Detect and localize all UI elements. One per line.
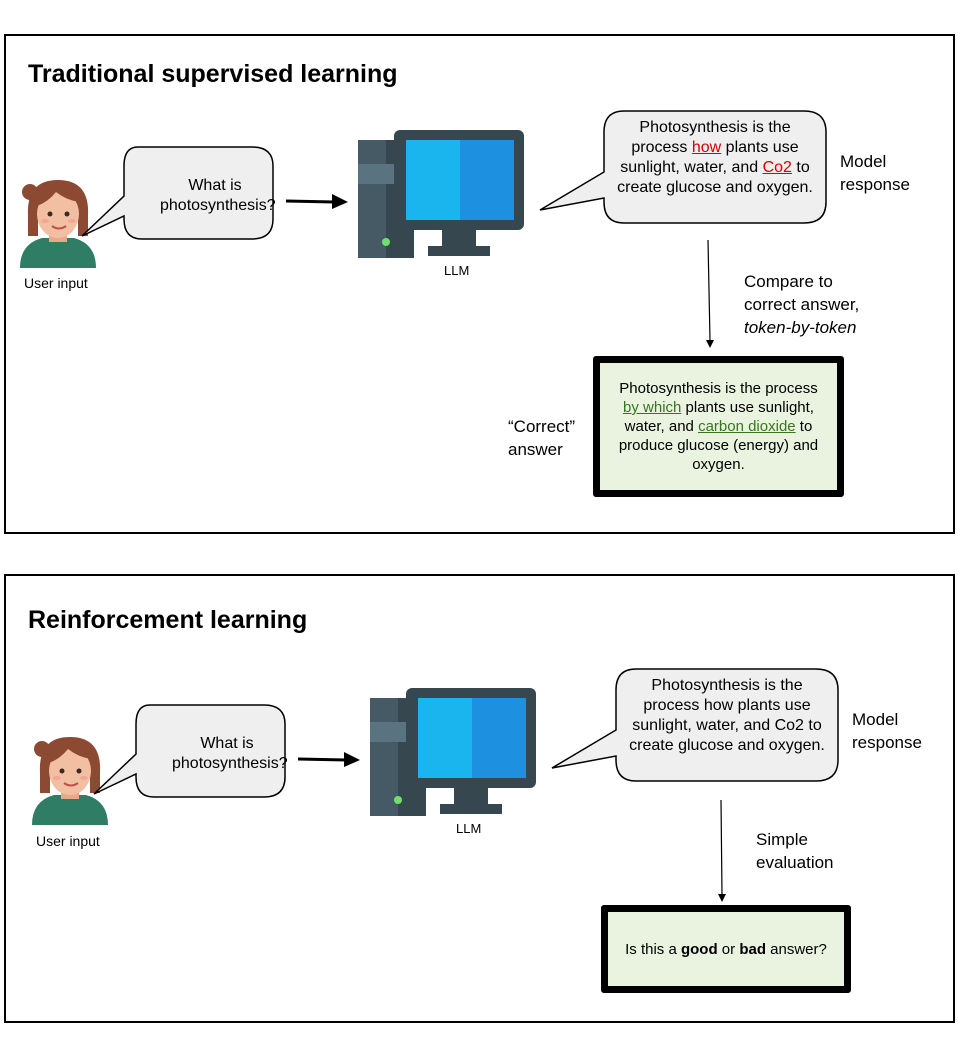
sft-input-arrow (285, 194, 348, 209)
sft-user-label: User input (24, 275, 88, 291)
rl-user-prompt: What is photosynthesis? (172, 735, 288, 772)
sft-user-prompt: What is photosynthesis? (160, 177, 276, 214)
sft-correct-answer-box: Photosynthesis is the process by which p… (593, 356, 844, 497)
rl-llm-label: LLM (456, 821, 482, 836)
rl-eval-label: Simple evaluation (756, 830, 834, 872)
correct-token: carbon dioxide (698, 418, 796, 435)
wrong-token: how (691, 139, 722, 156)
rl-model-response: Photosynthesis is the process how plants… (629, 677, 825, 754)
sft-title: Traditional supervised learning (28, 60, 398, 88)
user-avatar-icon (32, 737, 108, 825)
rl-user-bubble (93, 704, 286, 798)
rl-response-bubble (551, 668, 839, 782)
sft-model-response-label: Model response (840, 152, 910, 194)
wrong-token: Co2 (762, 159, 792, 176)
sft-user-bubble (81, 146, 274, 240)
rl-evaluation-box: Is this a good or bad answer? (601, 905, 851, 993)
sft-correct-answer: Photosynthesis is the process by which p… (618, 380, 819, 473)
rl-model-response-label: Model response (852, 710, 922, 752)
sft-compare-label: Compare to correct answer, token-by-toke… (744, 272, 860, 337)
sft-response-bubble (539, 110, 827, 224)
sft-compare-arrow (706, 239, 714, 348)
sft-correct-answer-label: “Correct” answer (508, 417, 576, 459)
sft-llm-label: LLM (444, 263, 470, 278)
rl-user-label: User input (36, 833, 100, 849)
rl-input-arrow (297, 752, 360, 767)
correct-token: by which (623, 399, 682, 416)
computer-icon (358, 130, 524, 258)
rl-title: Reinforcement learning (28, 606, 308, 634)
user-avatar-icon (20, 180, 96, 268)
sft-model-response: Photosynthesis is the process how plants… (617, 119, 813, 196)
computer-icon (370, 688, 536, 816)
rl-evaluation-question: Is this a good or bad answer? (625, 940, 827, 958)
rl-eval-arrow (718, 799, 726, 902)
